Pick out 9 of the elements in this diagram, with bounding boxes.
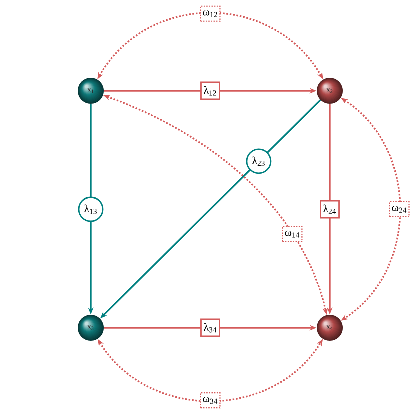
edge-label: λ$_{34}$ (200, 318, 220, 338)
edge-label: ω$_{14}$ (282, 226, 303, 242)
edge-label: λ$_{23}$ (246, 148, 272, 174)
edge-label: λ$_{24}$ (320, 200, 340, 219)
edge-label: ω$_{12}$ (200, 6, 221, 22)
edge-label: ω$_{34}$ (200, 392, 221, 409)
edge-label: ω$_{24}$ (389, 201, 410, 218)
edge-label: λ$_{13}$ (78, 196, 104, 222)
edge-label: λ$_{12}$ (200, 82, 220, 100)
